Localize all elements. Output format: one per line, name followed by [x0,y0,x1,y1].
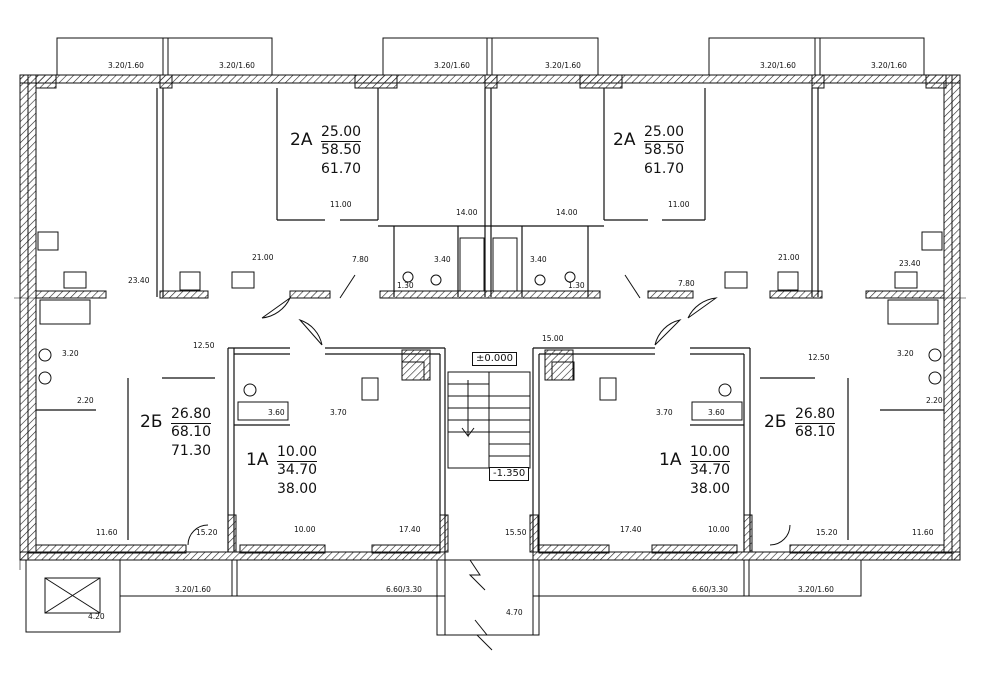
stairwell [447,371,531,651]
room-area: 1.30 [568,281,585,290]
room-area: 15.00 [542,334,564,343]
room-area: 3.20 [897,349,914,358]
room-area: 1.30 [397,281,414,290]
balcony-label: 3.20/1.60 [760,61,796,70]
room-area: 11.00 [330,200,352,209]
apartment-code: 2Б [764,412,787,432]
balcony-label: 6.60/3.30 [692,585,728,594]
exterior-walls [19,74,961,561]
doors [187,274,791,546]
room-area: 11.60 [912,528,934,537]
window-hatches [35,74,947,89]
apartment-code: 2А [613,130,636,150]
room-area: 12.50 [808,353,830,362]
room-area: 23.40 [899,259,921,268]
room-area: 15.50 [505,528,527,537]
living-area: 26.80 [171,406,212,424]
room-area: 3.40 [530,255,547,264]
bottom-balconies [25,559,862,636]
living-area: 25.00 [644,124,685,142]
living-area: 26.80 [795,406,836,424]
room-area: 3.20 [62,349,79,358]
apartment-code: 2А [290,130,313,150]
lower-wall-hatches [35,349,945,554]
room-area: 3.70 [330,408,347,417]
room-area: 11.00 [668,200,690,209]
balcony-label: 6.60/3.30 [386,585,422,594]
room-area: 15.20 [196,528,218,537]
room-area: 7.80 [678,279,695,288]
room-area: 17.40 [399,525,421,534]
full-area: 38.00 [277,481,318,497]
full-area: 61.70 [321,161,362,177]
total-area: 68.10 [795,424,836,440]
level-mark-lower: -1.350 [489,467,530,481]
room-area: 3.60 [268,408,285,417]
corridor-partitions [35,290,945,299]
full-area: 71.30 [171,443,212,459]
room-area: 3.70 [656,408,673,417]
room-area: 15.20 [816,528,838,537]
room-area: 10.00 [294,525,316,534]
room-area: 14.00 [456,208,478,217]
room-area: 10.00 [708,525,730,534]
room-area: 3.60 [708,408,725,417]
room-area: 2.20 [77,396,94,405]
total-area: 34.70 [277,462,318,478]
balcony-label: 3.20/1.60 [219,61,255,70]
balcony-label: 3.20/1.60 [871,61,907,70]
balcony-label: 3.20/1.60 [798,585,834,594]
total-area: 68.10 [171,424,212,440]
room-area: 23.40 [128,276,150,285]
room-area: 21.00 [252,253,274,262]
room-area: 17.40 [620,525,642,534]
living-area: 10.00 [277,444,318,462]
room-area: 4.70 [506,608,523,617]
balcony-label: 3.20/1.60 [434,61,470,70]
total-area: 58.50 [321,142,362,158]
full-area: 38.00 [690,481,731,497]
room-area: 2.20 [926,396,943,405]
balcony-label: 3.20/1.60 [175,585,211,594]
interior-walls [156,88,819,297]
apartment-code: 1А [246,450,269,470]
full-area: 61.70 [644,161,685,177]
room-area: 14.00 [556,208,578,217]
apartment-code: 2Б [140,412,163,432]
total-area: 58.50 [644,142,685,158]
living-area: 10.00 [690,444,731,462]
balcony-label: 3.20/1.60 [545,61,581,70]
axis-lines [14,297,966,570]
room-area: 21.00 [778,253,800,262]
room-area: 12.50 [193,341,215,350]
living-area: 25.00 [321,124,362,142]
total-area: 34.70 [690,462,731,478]
room-area: 3.40 [434,255,451,264]
room-area: 11.60 [96,528,118,537]
balcony-label: 3.20/1.60 [108,61,144,70]
room-area: 7.80 [352,255,369,264]
fixtures [37,231,943,421]
room-area: 4.20 [88,612,105,621]
level-mark-upper: ±0.000 [472,352,518,366]
apartment-code: 1А [659,450,682,470]
